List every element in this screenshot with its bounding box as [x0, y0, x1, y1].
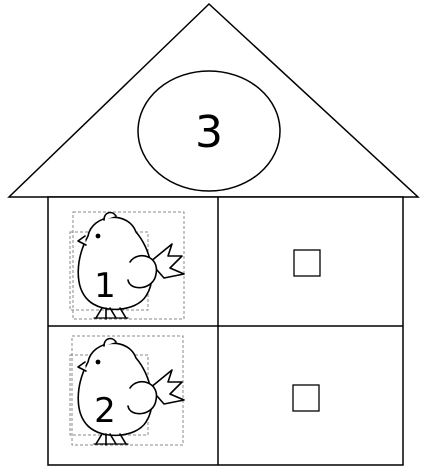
bird-number-1: 1 — [94, 266, 116, 306]
bird-number-2: 2 — [94, 391, 116, 431]
answer-box-2[interactable] — [293, 385, 319, 411]
roof: 3 — [9, 4, 418, 197]
answer-box-1[interactable] — [294, 250, 320, 276]
roof-number: 3 — [195, 107, 223, 158]
